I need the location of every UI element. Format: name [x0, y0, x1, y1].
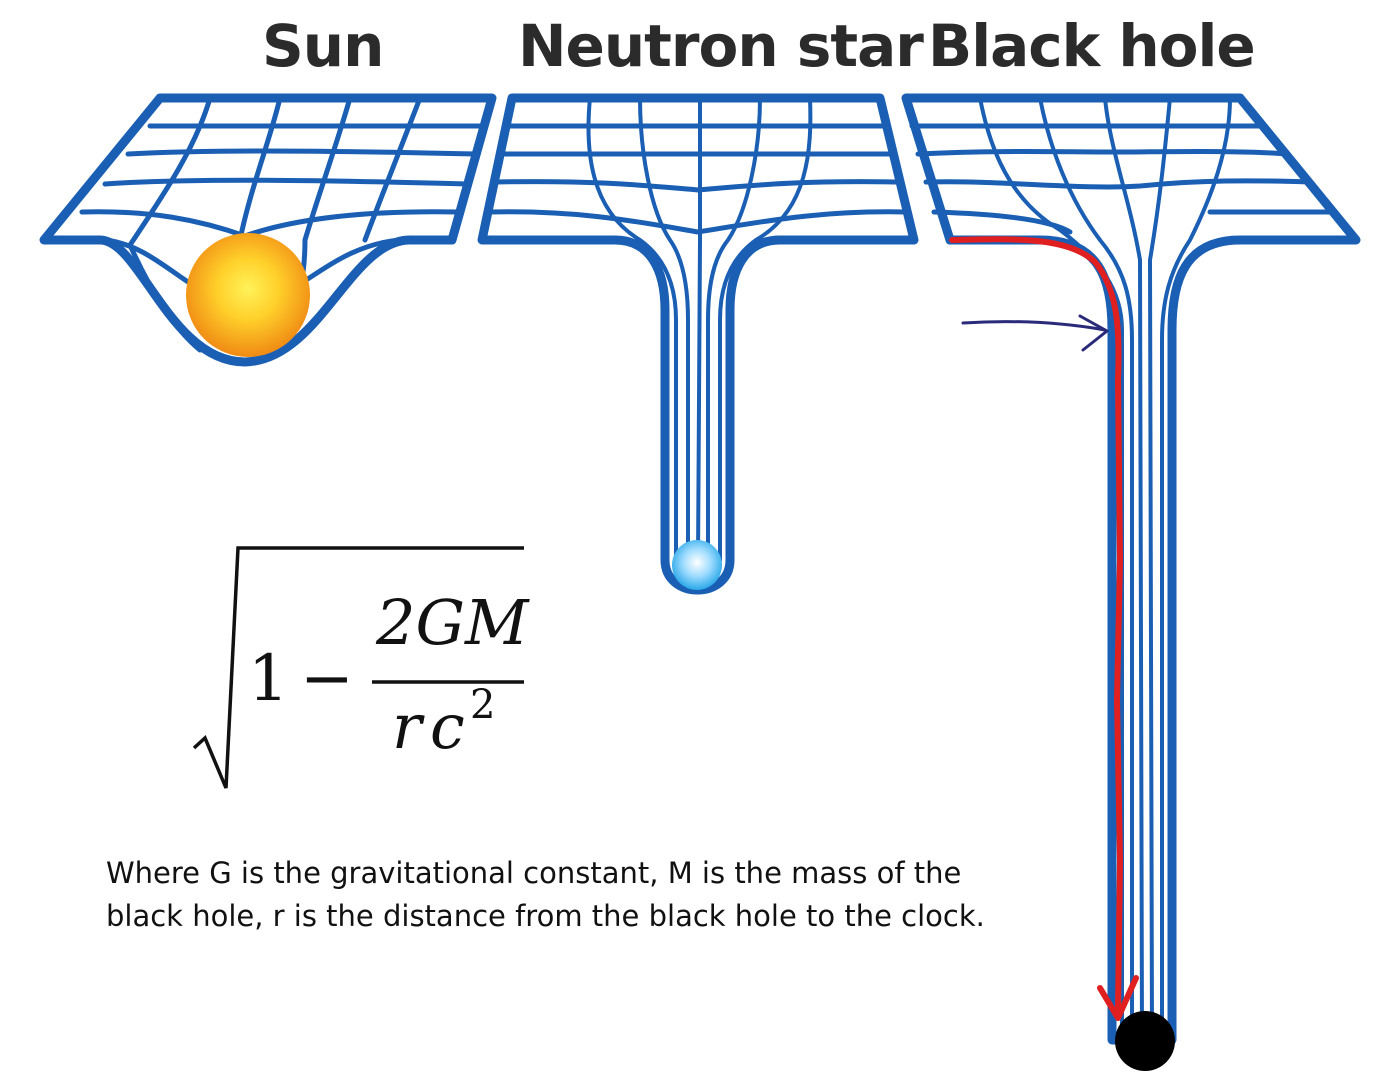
- sun-icon: [186, 233, 310, 357]
- infall-arrowhead-icon: [1097, 975, 1139, 1021]
- black-hole-icon: [1115, 1011, 1175, 1071]
- formula-minus: −: [300, 642, 354, 716]
- caption-line-2: black hole, r is the distance from the b…: [106, 899, 985, 933]
- caption-line-1: Where G is the gravitational constant, M…: [106, 856, 962, 890]
- pointer-arrow-icon: [961, 314, 1109, 352]
- formula-exponent: 2: [470, 682, 495, 728]
- neutron-star-icon: [672, 540, 722, 590]
- formula-caption: Where G is the gravitational constant, M…: [106, 852, 1006, 938]
- neutron-star-spacetime-grid: [477, 93, 919, 595]
- square-root-sign-icon: [192, 546, 524, 789]
- formula-numerator: 2GM: [375, 586, 530, 659]
- sun-heading: Sun: [262, 12, 384, 80]
- infall-path: [949, 236, 1123, 1013]
- neutron-star-heading: Neutron star: [518, 12, 924, 80]
- formula-one: 1: [248, 642, 289, 716]
- time-dilation-formula: 1 − 2GM r c 2: [192, 546, 530, 789]
- formula-denominator-c: c: [430, 690, 465, 763]
- black-hole-heading: Black hole: [928, 12, 1256, 80]
- formula-denominator-r: r: [392, 690, 425, 763]
